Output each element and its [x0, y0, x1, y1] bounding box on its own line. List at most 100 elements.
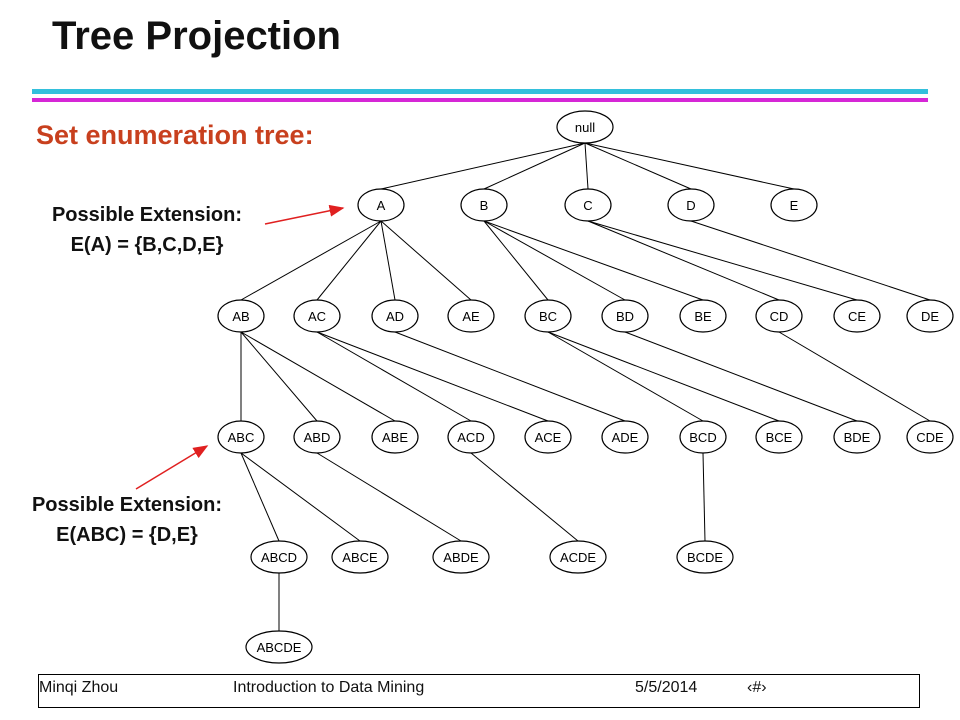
node-label: ABCE [342, 550, 378, 565]
edge-ad-ade [394, 331, 626, 422]
edge-a-ad [380, 220, 396, 301]
node-label: ACD [457, 430, 484, 445]
node-label: BE [694, 309, 712, 324]
node-ac: AC [293, 299, 341, 333]
node-label: B [480, 198, 489, 213]
node-label: C [583, 198, 592, 213]
node-label: ABD [304, 430, 331, 445]
node-label: ADE [612, 430, 639, 445]
node-ellipse [906, 420, 954, 454]
node-acd: ACD [447, 420, 495, 454]
edge-abd-abde [316, 452, 462, 542]
node-de: DE [906, 299, 954, 333]
edge-bcd-bcde [702, 452, 706, 542]
node-label: BD [616, 309, 634, 324]
node-ellipse [549, 540, 607, 574]
node-bd: BD [601, 299, 649, 333]
annotation-line1: Possible Extension: [51, 204, 243, 226]
node-label: AD [386, 309, 404, 324]
footer-date: 5/5/2014 [635, 679, 698, 696]
edge-abc-abcd [240, 452, 280, 542]
node-label: ABC [228, 430, 255, 445]
edge-null-a [380, 142, 586, 190]
node-ellipse [293, 299, 341, 333]
node-b: B [460, 188, 508, 222]
node-ellipse [524, 299, 572, 333]
node-label: BDE [844, 430, 871, 445]
node-label: ACE [535, 430, 562, 445]
node-ellipse [833, 420, 881, 454]
node-bce: BCE [755, 420, 803, 454]
edge-null-b [483, 142, 586, 190]
node-cde: CDE [906, 420, 954, 454]
node-label: A [377, 198, 386, 213]
node-ellipse [293, 420, 341, 454]
node-ellipse [447, 420, 495, 454]
node-bcd: BCD [679, 420, 727, 454]
edge-ac-ace [316, 331, 549, 422]
title-underline-magenta [32, 98, 928, 102]
node-ellipse [679, 420, 727, 454]
subtitle: Set enumeration tree: [36, 120, 314, 150]
node-label: ABDE [443, 550, 479, 565]
node-abc: ABC [217, 420, 265, 454]
slide-title: Tree Projection [52, 14, 341, 58]
edge-d-de [690, 220, 931, 301]
annotation-arrow-abc [135, 445, 209, 490]
edge-b-bd [483, 220, 626, 301]
node-label: DE [921, 309, 939, 324]
node-ellipse [371, 420, 419, 454]
node-ellipse [357, 188, 405, 222]
edge-b-be [483, 220, 704, 301]
node-label: E [790, 198, 799, 213]
node-abde: ABDE [432, 540, 490, 574]
node-ad: AD [371, 299, 419, 333]
node-ellipse [432, 540, 490, 574]
node-label: ABE [382, 430, 408, 445]
edge-cd-cde [778, 331, 931, 422]
edge-a-ae [380, 220, 472, 301]
node-label: CD [770, 309, 789, 324]
edge-acd-acde [470, 452, 579, 542]
node-ellipse [755, 420, 803, 454]
node-abd: ABD [293, 420, 341, 454]
node-c: C [564, 188, 612, 222]
edge-null-d [584, 142, 692, 190]
slide-footer: Minqi Zhou Introduction to Data Mining 5… [38, 674, 920, 708]
edge-b-bc [483, 220, 549, 301]
node-ellipse [601, 299, 649, 333]
node-d: D [667, 188, 715, 222]
annotation-extension-abc: Possible Extension: E(ABC) = {D,E} [2, 490, 252, 550]
node-null: null [556, 110, 614, 144]
edge-c-ce [587, 220, 858, 301]
node-ellipse [556, 110, 614, 144]
node-ellipse [250, 540, 308, 574]
node-abcde: ABCDE [245, 630, 313, 664]
node-label: BCE [766, 430, 793, 445]
node-ellipse [371, 299, 419, 333]
annotation-line2: E(A) = {B,C,D,E} [70, 234, 224, 256]
node-label: AC [308, 309, 326, 324]
node-label: AE [462, 309, 480, 324]
node-ab: AB [217, 299, 265, 333]
edge-abc-abce [240, 452, 361, 542]
node-abcd: ABCD [250, 540, 308, 574]
edge-null-e [584, 142, 795, 190]
node-bde: BDE [833, 420, 881, 454]
node-label: BCDE [687, 550, 723, 565]
edge-a-ac [316, 220, 382, 301]
edge-bc-bce [547, 331, 780, 422]
node-label: ABCD [261, 550, 297, 565]
node-ellipse [833, 299, 881, 333]
edge-bc-bcd [547, 331, 704, 422]
node-abce: ABCE [331, 540, 389, 574]
node-label: BC [539, 309, 557, 324]
node-label: AB [232, 309, 249, 324]
edge-a-ab [240, 220, 382, 301]
node-ellipse [679, 299, 727, 333]
edge-ab-abd [240, 331, 318, 422]
node-ellipse [460, 188, 508, 222]
footer-course: Introduction to Data Mining [233, 679, 425, 696]
node-ellipse [601, 420, 649, 454]
node-ellipse [217, 299, 265, 333]
